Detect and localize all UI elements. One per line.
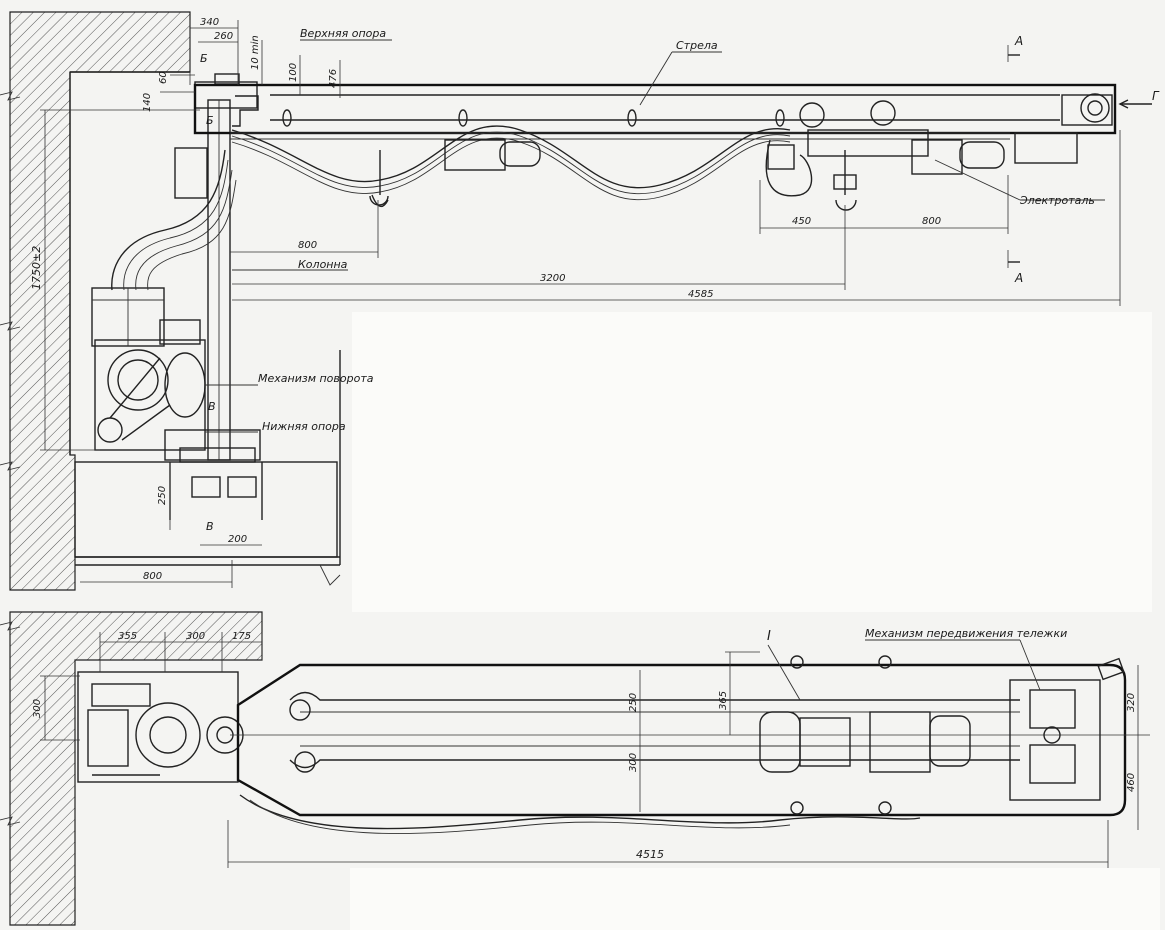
- hoist-parked: [369, 139, 541, 208]
- mark-a-bottom: А: [1014, 271, 1023, 285]
- dim-450: 450: [792, 216, 811, 227]
- dim-300-mid: 300: [628, 753, 639, 772]
- mark-a-top: А: [1014, 34, 1023, 48]
- dim-10min: 10 min: [250, 35, 261, 70]
- label-hoist: Электроталь: [1019, 194, 1095, 207]
- elevation-view: [0, 11, 1152, 591]
- dim-800-hoist: 800: [922, 216, 941, 227]
- mark-b-top: Б: [200, 52, 208, 65]
- dim-4515: 4515: [636, 848, 664, 861]
- mark-detail-i: I: [767, 629, 771, 644]
- dim-4585: 4585: [688, 289, 713, 300]
- label-column: Колонна: [298, 258, 348, 271]
- dim-476: 476: [328, 69, 339, 88]
- mark-g: Г: [1152, 89, 1160, 103]
- dim-800-base: 800: [143, 571, 162, 582]
- blank-area-upper: [352, 312, 1152, 612]
- mark-v-top: В: [208, 400, 216, 413]
- dim-60: 60: [158, 71, 169, 84]
- mark-v-bottom: В: [206, 520, 214, 533]
- dim-140: 140: [142, 93, 153, 112]
- dim-800-column: 800: [298, 240, 317, 251]
- label-upper-support: Верхняя опора: [300, 27, 386, 40]
- label-trolley-travel: Механизм передвижения тележки: [865, 627, 1067, 640]
- dim-340: 340: [200, 17, 219, 28]
- wall-hatching-plan: [9, 611, 263, 926]
- boom: [193, 83, 1117, 164]
- dim-260: 260: [214, 31, 233, 42]
- slewing-mechanism: [94, 319, 206, 451]
- dim-175: 175: [232, 631, 251, 642]
- dim-365: 365: [718, 691, 729, 710]
- control-box-top: [174, 147, 208, 199]
- blank-area-lower: [350, 868, 1160, 930]
- dim-3200: 3200: [540, 273, 565, 284]
- dim-250: 250: [157, 486, 168, 505]
- dim-100: 100: [288, 63, 299, 82]
- label-slewing-mechanism: Механизм поворота: [258, 372, 374, 385]
- hoist-electrotal: [765, 100, 1005, 211]
- dim-200: 200: [228, 534, 247, 545]
- label-lower-support: Нижняя опора: [262, 420, 346, 433]
- dim-300-left: 300: [32, 699, 43, 718]
- dim-1750: 1750±2: [30, 246, 43, 290]
- dim-250-plan: 250: [628, 693, 639, 712]
- plan-view: [0, 611, 1150, 926]
- mark-b-mid: Б: [206, 114, 214, 127]
- dim-355: 355: [118, 631, 137, 642]
- dim-460: 460: [1126, 773, 1137, 792]
- hoist-plan: [759, 655, 971, 815]
- trolley-travel-mechanism: [1009, 657, 1125, 801]
- label-boom: Стрела: [676, 39, 718, 52]
- dim-320: 320: [1126, 693, 1137, 712]
- dim-300-top: 300: [186, 631, 205, 642]
